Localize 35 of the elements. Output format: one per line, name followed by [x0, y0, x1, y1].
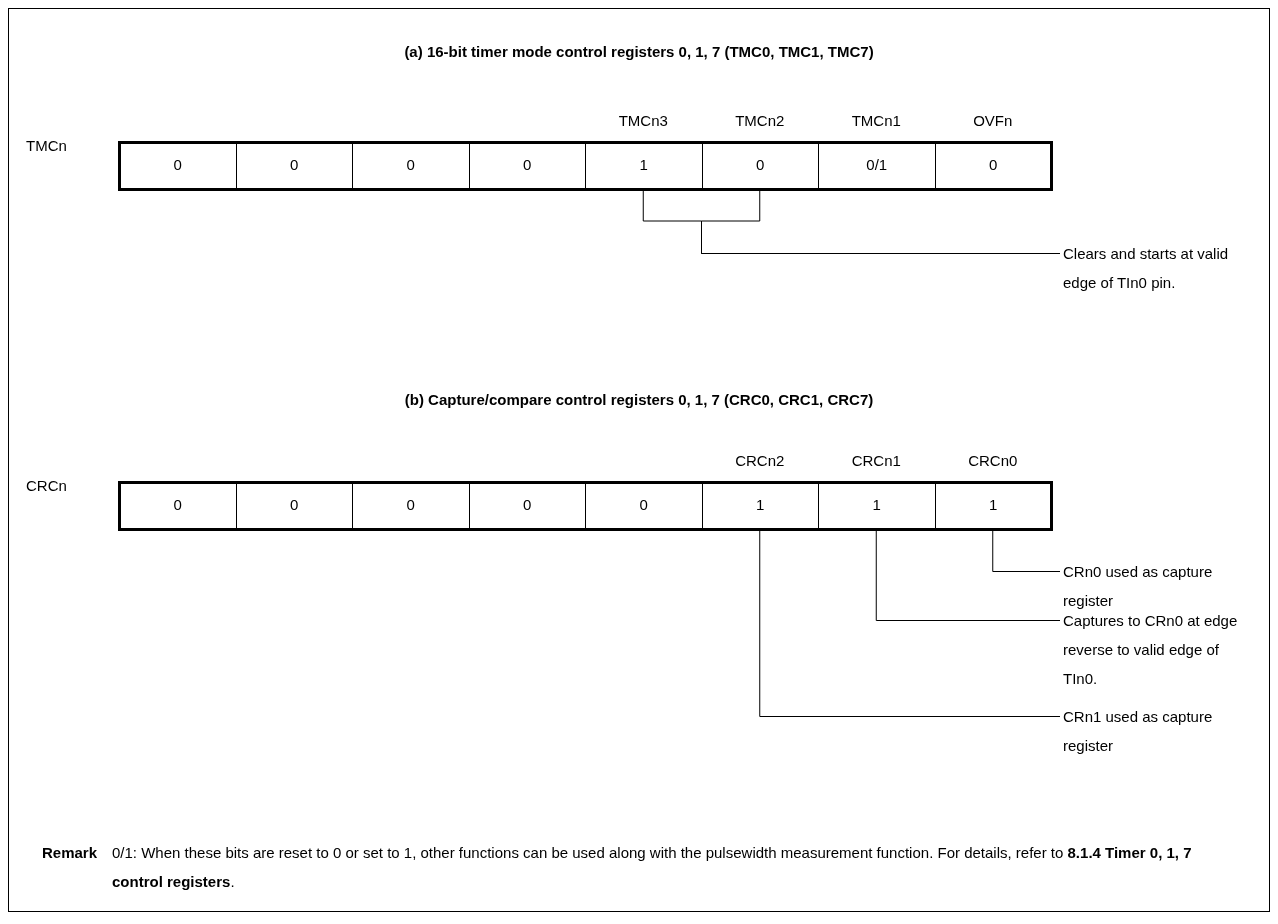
annotation-text: CRn1 used as capture register	[1060, 702, 1240, 760]
register-bit-cell: 0	[468, 141, 585, 191]
register-bit-cell: 0	[468, 481, 585, 531]
register-bit-cell: 0/1	[818, 141, 935, 191]
register-bit-cell: 1	[585, 141, 702, 191]
remark-heading: Remark	[42, 843, 98, 863]
register-bit-cell: 0	[934, 141, 1051, 191]
section-heading: (b) Capture/compare control registers 0, 1, 7 (CRC0, CRC1, CRC7)	[403, 390, 875, 410]
bit-name: CRCn0	[968, 452, 1018, 469]
register-bit-cell: 1	[934, 481, 1051, 531]
register-bit-cell: 1	[701, 481, 818, 531]
register-name: CRCn	[26, 476, 67, 496]
register-bit-cell: 1	[818, 481, 935, 531]
register-bit-cell: 0	[352, 141, 469, 191]
leader-line	[992, 530, 1061, 572]
remark-text: 0/1: When these bits are reset to 0 or set to 1, other functions can be used along with the pulsewidth measurement function. For details, refer to 8.1.4 Timer 0, 1, 7 control registers.	[112, 843, 1193, 892]
annotation-text: CRn0 used as capture register	[1060, 557, 1240, 615]
register-bit-cell: 0	[352, 481, 469, 531]
bit-name: CRCn2	[735, 452, 785, 469]
annotation-text: Clears and starts at valid edge of TIn0 pin.	[1060, 239, 1240, 297]
leader-line	[759, 530, 1061, 717]
bit-name: CRCn1	[851, 452, 901, 469]
register-bit-cell: 0	[235, 141, 352, 191]
leader-line	[875, 530, 1061, 621]
bit-name: TMCn3	[618, 112, 668, 129]
register-bit-cell: 0	[119, 141, 236, 191]
register-name: TMCn	[26, 136, 67, 156]
section-heading: (a) 16-bit timer mode control registers 0, 1, 7 (TMC0, TMC1, TMC7)	[403, 42, 875, 62]
register-bit-cell: 0	[235, 481, 352, 531]
bit-name: TMCn2	[735, 112, 785, 129]
bit-name: TMCn1	[851, 112, 901, 129]
register-bit-cell: 0	[119, 481, 236, 531]
register-bit-cell: 0	[701, 141, 818, 191]
register-bit-cell: 0	[585, 481, 702, 531]
bit-name: OVFn	[973, 112, 1013, 129]
